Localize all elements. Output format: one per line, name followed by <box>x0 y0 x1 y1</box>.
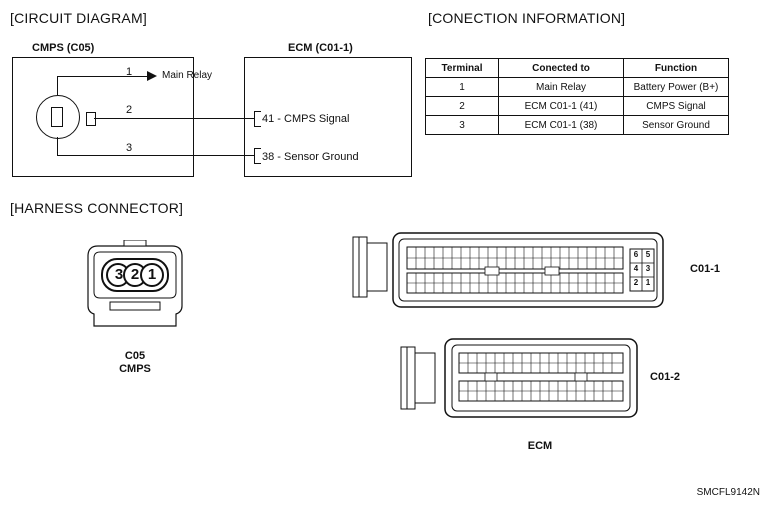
c012-connector-drawing <box>400 338 638 418</box>
c011-side-pin: 5 <box>645 250 651 259</box>
pin-3-label: 3 <box>126 142 133 154</box>
connection-info-title: [CONECTION INFORMATION] <box>428 10 626 26</box>
table-cell: Battery Power (B+) <box>623 77 729 97</box>
c011-label: C01-1 <box>690 263 720 275</box>
c011-side-pin: 2 <box>633 278 639 287</box>
sensor-target <box>86 112 96 126</box>
connection-table: Terminal Conected to Function 1 Main Rel… <box>425 58 729 135</box>
table-cell: 2 <box>425 96 499 116</box>
wire-3 <box>57 155 254 156</box>
c012-label: C01-2 <box>650 371 680 383</box>
c05-pin-label: 2 <box>130 266 140 283</box>
col-function: Function <box>623 58 729 78</box>
wire-1 <box>57 76 147 77</box>
c05-pin-label: 1 <box>147 266 157 283</box>
table-row: 1 Main Relay Battery Power (B+) <box>425 77 729 97</box>
table-row: 2 ECM C01-1 (41) CMPS Signal <box>425 96 729 116</box>
table-cell: 3 <box>425 115 499 135</box>
cmps-label: CMPS (C05) <box>32 42 95 54</box>
arrow-icon <box>147 71 157 81</box>
table-cell: ECM C01-1 (38) <box>498 115 624 135</box>
sensor-ground-label: 38 - Sensor Ground <box>262 151 359 163</box>
table-cell: 1 <box>425 77 499 97</box>
col-terminal: Terminal <box>425 58 499 78</box>
ecm-label: ECM (C01-1) <box>288 42 353 54</box>
c011-side-pin: 3 <box>645 264 651 273</box>
c05-connector-drawing <box>87 240 183 327</box>
c011-side-pin: 4 <box>633 264 639 273</box>
table-cell: ECM C01-1 (41) <box>498 96 624 116</box>
wire-2 <box>94 118 254 119</box>
table-cell: Main Relay <box>498 77 624 97</box>
table-cell: CMPS Signal <box>623 96 729 116</box>
table-cell: Sensor Ground <box>623 115 729 135</box>
sensor-element <box>51 107 63 127</box>
col-connected-to: Conected to <box>498 58 624 78</box>
circuit-diagram-title: [CIRCUIT DIAGRAM] <box>10 10 147 26</box>
ecm-caption: ECM <box>527 440 553 452</box>
table-row: 3 ECM C01-1 (38) Sensor Ground <box>425 115 729 135</box>
wire-3-vertical <box>57 137 58 155</box>
ecm-pin-41 <box>254 111 261 127</box>
harness-connector-title: [HARNESS CONNECTOR] <box>10 200 184 216</box>
cmps-caption: CMPS <box>119 363 151 375</box>
pin-2-label: 2 <box>126 104 133 116</box>
c011-connector-drawing <box>352 232 664 308</box>
figure-code: SMCFL9142N <box>696 487 760 498</box>
c011-side-pin: 1 <box>645 278 651 287</box>
c05-pin-label: 3 <box>114 266 124 283</box>
c05-caption: C05 <box>124 350 146 362</box>
ecm-pin-38 <box>254 148 261 164</box>
ecm-box <box>244 57 412 177</box>
c011-side-pin: 6 <box>633 250 639 259</box>
main-relay-label: Main Relay <box>162 70 213 81</box>
cmps-signal-label: 41 - CMPS Signal <box>262 113 350 125</box>
wire-1-vertical <box>57 76 58 95</box>
pin-1-label: 1 <box>126 66 133 78</box>
